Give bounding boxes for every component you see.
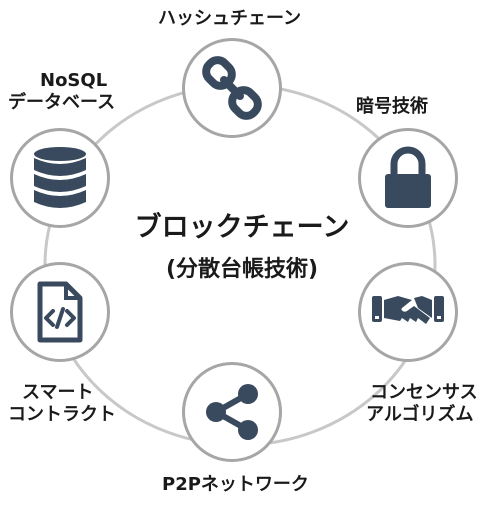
label-hash-chain: ハッシュチェーン [158,8,302,29]
node-hash-chain [182,38,282,138]
label-p2p: P2Pネットワーク [162,474,309,495]
node-crypto [358,128,458,228]
label-smart-contract-1: スマート [22,382,94,403]
center-subtitle: (分散台帳技術) [165,257,319,282]
node-consensus [358,262,458,362]
node-smart-contract [10,262,110,362]
label-consensus-1: コンセンサス [370,382,478,403]
node-p2p [182,362,282,462]
label-smart-contract-2: コントラクト [8,404,116,425]
share-icon [206,384,258,440]
label-consensus-2: アルゴリズム [366,404,474,425]
database-icon [34,147,86,208]
handshake-icon [372,296,444,324]
lock-icon [385,146,431,208]
node-nosql [10,128,110,228]
label-nosql-2: データベース [8,92,116,113]
code-file-icon [37,281,83,343]
label-nosql-1: NoSQL [40,70,108,91]
chain-link-icon [202,56,262,120]
label-crypto: 暗号技術 [356,96,428,117]
center-title: ブロックチェーン [134,212,350,243]
